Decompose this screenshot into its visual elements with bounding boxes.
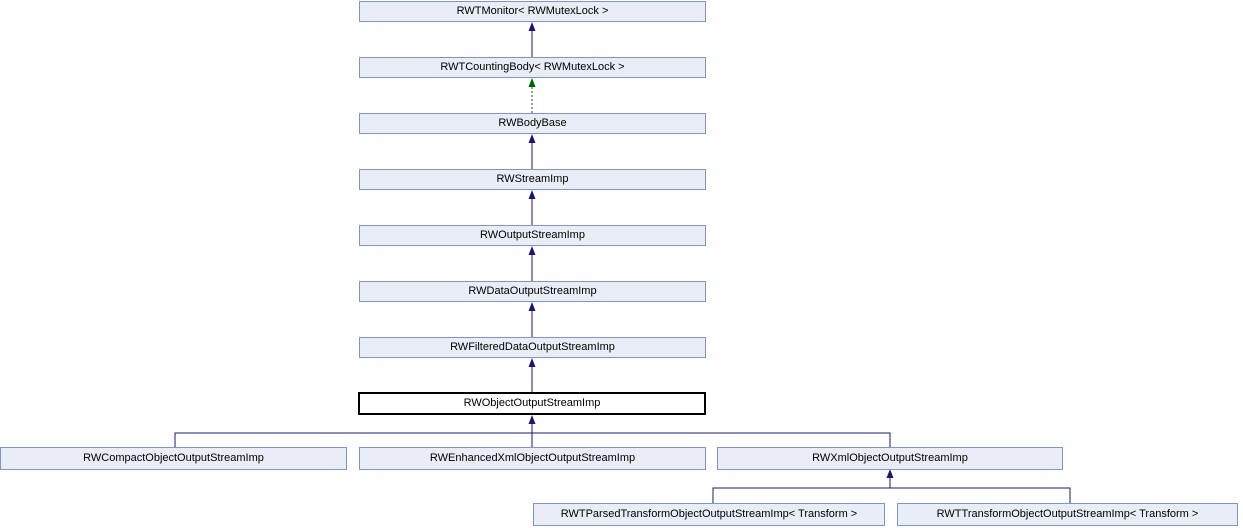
- class-node-rwxmlobjectoutputstreamimp[interactable]: RWXmlObjectOutputStreamImp: [717, 447, 1063, 470]
- edge-rwtcountingbody-to-rwtmonitor: [528, 22, 536, 57]
- class-node-rwfiltereddataoutputstreamimp[interactable]: RWFilteredDataOutputStreamImp: [359, 337, 706, 358]
- edge-rwobjectoutputstreamimp-to-rwfiltereddataoutputstreamimp: [528, 358, 536, 392]
- class-node-rwtparsedtransformobjectoutputstreamimp[interactable]: RWTParsedTransformObjectOutputStreamImp<…: [533, 503, 885, 526]
- class-node-rwstreamimp[interactable]: RWStreamImp: [359, 169, 706, 190]
- class-node-rwobjectoutputstreamimp-current: RWObjectOutputStreamImp: [358, 392, 706, 415]
- edge-children-to-rwobjectoutputstreamimp: [174, 415, 891, 447]
- class-node-rwcompactobjectoutputstreamimp[interactable]: RWCompactObjectOutputStreamImp: [0, 447, 347, 470]
- edge-rwstreamimp-to-rwbodybase: [528, 134, 536, 169]
- class-node-rwdataoutputstreamimp[interactable]: RWDataOutputStreamImp: [359, 281, 706, 302]
- class-node-rwbodybase[interactable]: RWBodyBase: [359, 113, 706, 134]
- class-node-rwtmonitor[interactable]: RWTMonitor< RWMutexLock >: [359, 1, 706, 22]
- edge-transforms-to-rwxmlobjectoutputstreamimp: [712, 469, 1071, 503]
- class-node-rwttransformobjectoutputstreamimp[interactable]: RWTTransformObjectOutputStreamImp< Trans…: [897, 503, 1238, 526]
- class-node-rwoutputstreamimp[interactable]: RWOutputStreamImp: [359, 225, 706, 246]
- edge-rwfiltereddataoutputstreamimp-to-rwdataoutputstreamimp: [528, 302, 536, 337]
- edge-rwoutputstreamimp-to-rwstreamimp: [528, 190, 536, 225]
- class-node-rwenhancedxmlobjectoutputstreamimp[interactable]: RWEnhancedXmlObjectOutputStreamImp: [359, 447, 706, 470]
- class-node-rwtcountingbody[interactable]: RWTCountingBody< RWMutexLock >: [359, 57, 706, 78]
- edge-rwdataoutputstreamimp-to-rwoutputstreamimp: [528, 246, 536, 281]
- edge-rwbodybase-to-rwtcountingbody: [528, 78, 536, 113]
